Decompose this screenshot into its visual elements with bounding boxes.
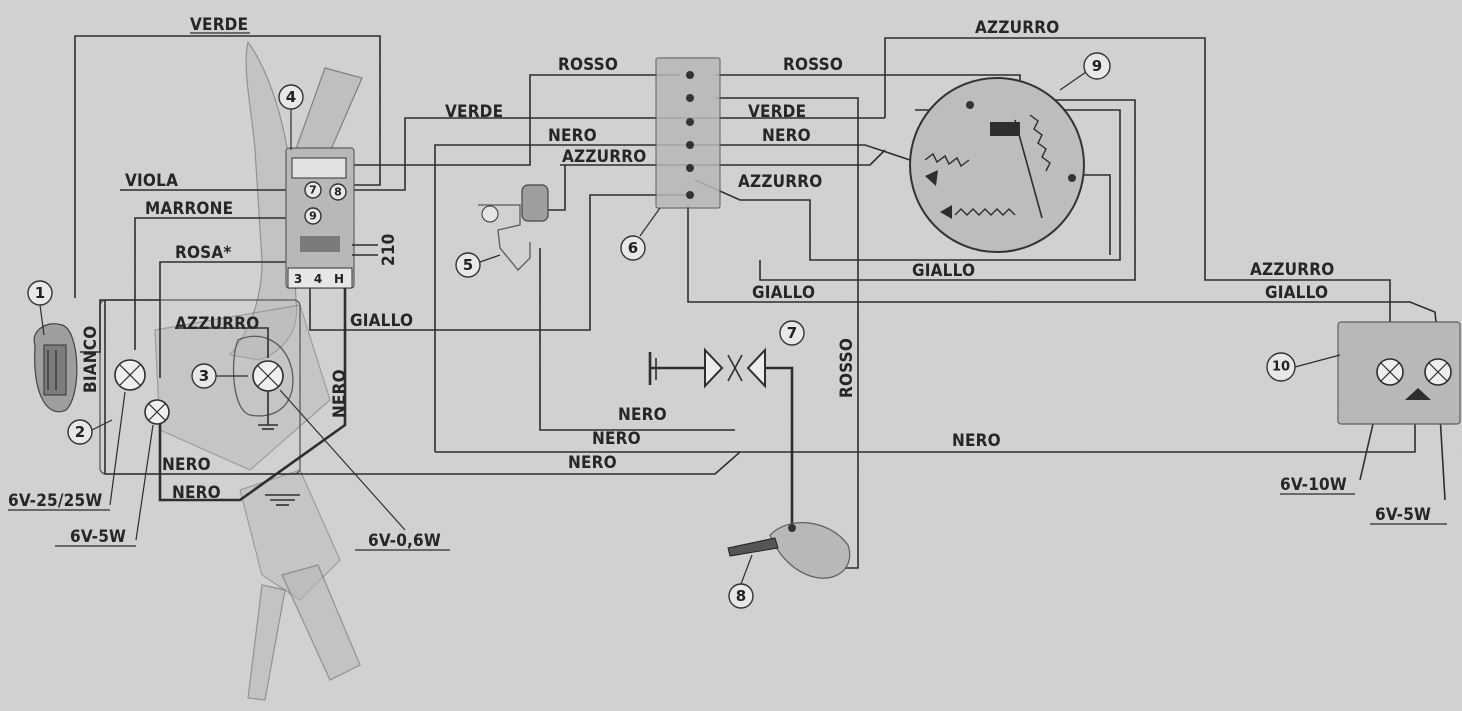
stop-switch bbox=[478, 184, 549, 271]
switch-terminal-7: 7 bbox=[309, 184, 317, 197]
label-giallo-left: GIALLO bbox=[350, 311, 413, 331]
label-verde-mid: VERDE bbox=[445, 102, 503, 122]
label-giallo-mid: GIALLO bbox=[912, 261, 975, 281]
label-bianco: BIANCO bbox=[81, 326, 101, 393]
handlebar-assembly bbox=[154, 40, 363, 701]
label-azzurro-left: AZZURRO bbox=[175, 314, 259, 334]
label-verde-top: VERDE bbox=[190, 15, 248, 35]
junction-block bbox=[655, 57, 721, 209]
voltage-regulator bbox=[909, 77, 1085, 253]
rating-stop-lamp: 6V-10W bbox=[1280, 475, 1347, 495]
leader-lines bbox=[39, 71, 1341, 585]
ref-marker-4: 4 bbox=[278, 84, 304, 110]
label-marrone: MARRONE bbox=[145, 199, 233, 219]
label-nero-a: NERO bbox=[618, 405, 667, 425]
label-rosa: ROSA* bbox=[175, 243, 232, 263]
ref-number-7: 7 bbox=[787, 324, 797, 342]
switch-terminal-8: 8 bbox=[334, 186, 342, 199]
ref-number-5: 5 bbox=[463, 256, 473, 274]
rating-headlamp: 6V-25/25W bbox=[8, 491, 102, 511]
rating-tail-lamp: 6V-5W bbox=[1375, 505, 1431, 525]
label-rosso-1: ROSSO bbox=[558, 55, 618, 75]
plug-connector bbox=[33, 323, 78, 413]
ref-marker-10: 10 bbox=[1266, 352, 1296, 382]
label-azzurro-mid-right: AZZURRO bbox=[738, 172, 822, 192]
ref-number-4: 4 bbox=[286, 88, 296, 106]
light-switch: 7 8 9 3 4 H bbox=[285, 147, 378, 289]
label-giallo-center: GIALLO bbox=[752, 283, 815, 303]
ref-number-8: 8 bbox=[736, 587, 746, 605]
label-nero-top-right: NERO bbox=[762, 126, 811, 146]
wires bbox=[74, 35, 1446, 569]
label-nero-2: NERO bbox=[172, 483, 221, 503]
label-nero-long: NERO bbox=[952, 431, 1001, 451]
speedometer-bulb bbox=[252, 360, 284, 430]
label-nero-1: NERO bbox=[162, 455, 211, 475]
ref-number-10: 10 bbox=[1272, 360, 1290, 375]
ref-marker-9: 9 bbox=[1083, 52, 1111, 80]
switch-terminal-h: H bbox=[334, 272, 344, 286]
label-viola: VIOLA bbox=[125, 171, 178, 191]
headlamp-bulb bbox=[114, 359, 146, 391]
switch-terminal-3: 3 bbox=[294, 272, 302, 286]
label-nero-vertical: NERO bbox=[330, 369, 350, 418]
tail-lamp bbox=[1337, 321, 1461, 425]
rating-parking: 6V-5W bbox=[70, 527, 126, 547]
label-nero-top: NERO bbox=[548, 126, 597, 146]
ref-marker-1: 1 bbox=[27, 280, 53, 306]
ref-number-3: 3 bbox=[199, 367, 209, 385]
label-nero-b: NERO bbox=[592, 429, 641, 449]
ref-number-1: 1 bbox=[35, 284, 45, 302]
ref-marker-3: 3 bbox=[191, 363, 217, 389]
ref-number-6: 6 bbox=[628, 239, 638, 257]
label-azzurro-mid: AZZURRO bbox=[562, 147, 646, 167]
ref-number-2: 2 bbox=[75, 423, 85, 441]
parking-bulb bbox=[144, 399, 170, 425]
ref-marker-2: 2 bbox=[67, 419, 93, 445]
rating-speedo-lamp: 6V-0,6W bbox=[368, 531, 441, 551]
ref-marker-6: 6 bbox=[620, 235, 646, 261]
ref-marker-5: 5 bbox=[455, 252, 481, 278]
label-azzurro-top: AZZURRO bbox=[975, 18, 1059, 38]
label-verde-right: VERDE bbox=[748, 102, 806, 122]
ground-symbol bbox=[265, 494, 300, 506]
switch-terminal-4: 4 bbox=[314, 272, 322, 286]
horn bbox=[648, 347, 766, 389]
ref-number-9: 9 bbox=[1092, 57, 1102, 75]
label-code-210: 210 bbox=[379, 233, 399, 266]
ignition-key bbox=[727, 522, 851, 579]
label-rosso-vertical: ROSSO bbox=[837, 338, 857, 398]
ref-marker-8: 8 bbox=[728, 583, 754, 609]
ref-marker-7: 7 bbox=[779, 320, 805, 346]
switch-terminal-9: 9 bbox=[309, 210, 317, 223]
label-nero-c: NERO bbox=[568, 453, 617, 473]
label-rosso-2: ROSSO bbox=[783, 55, 843, 75]
speedometer-outline bbox=[232, 335, 294, 417]
label-azzurro-right: AZZURRO bbox=[1250, 260, 1334, 280]
label-giallo-right: GIALLO bbox=[1265, 283, 1328, 303]
